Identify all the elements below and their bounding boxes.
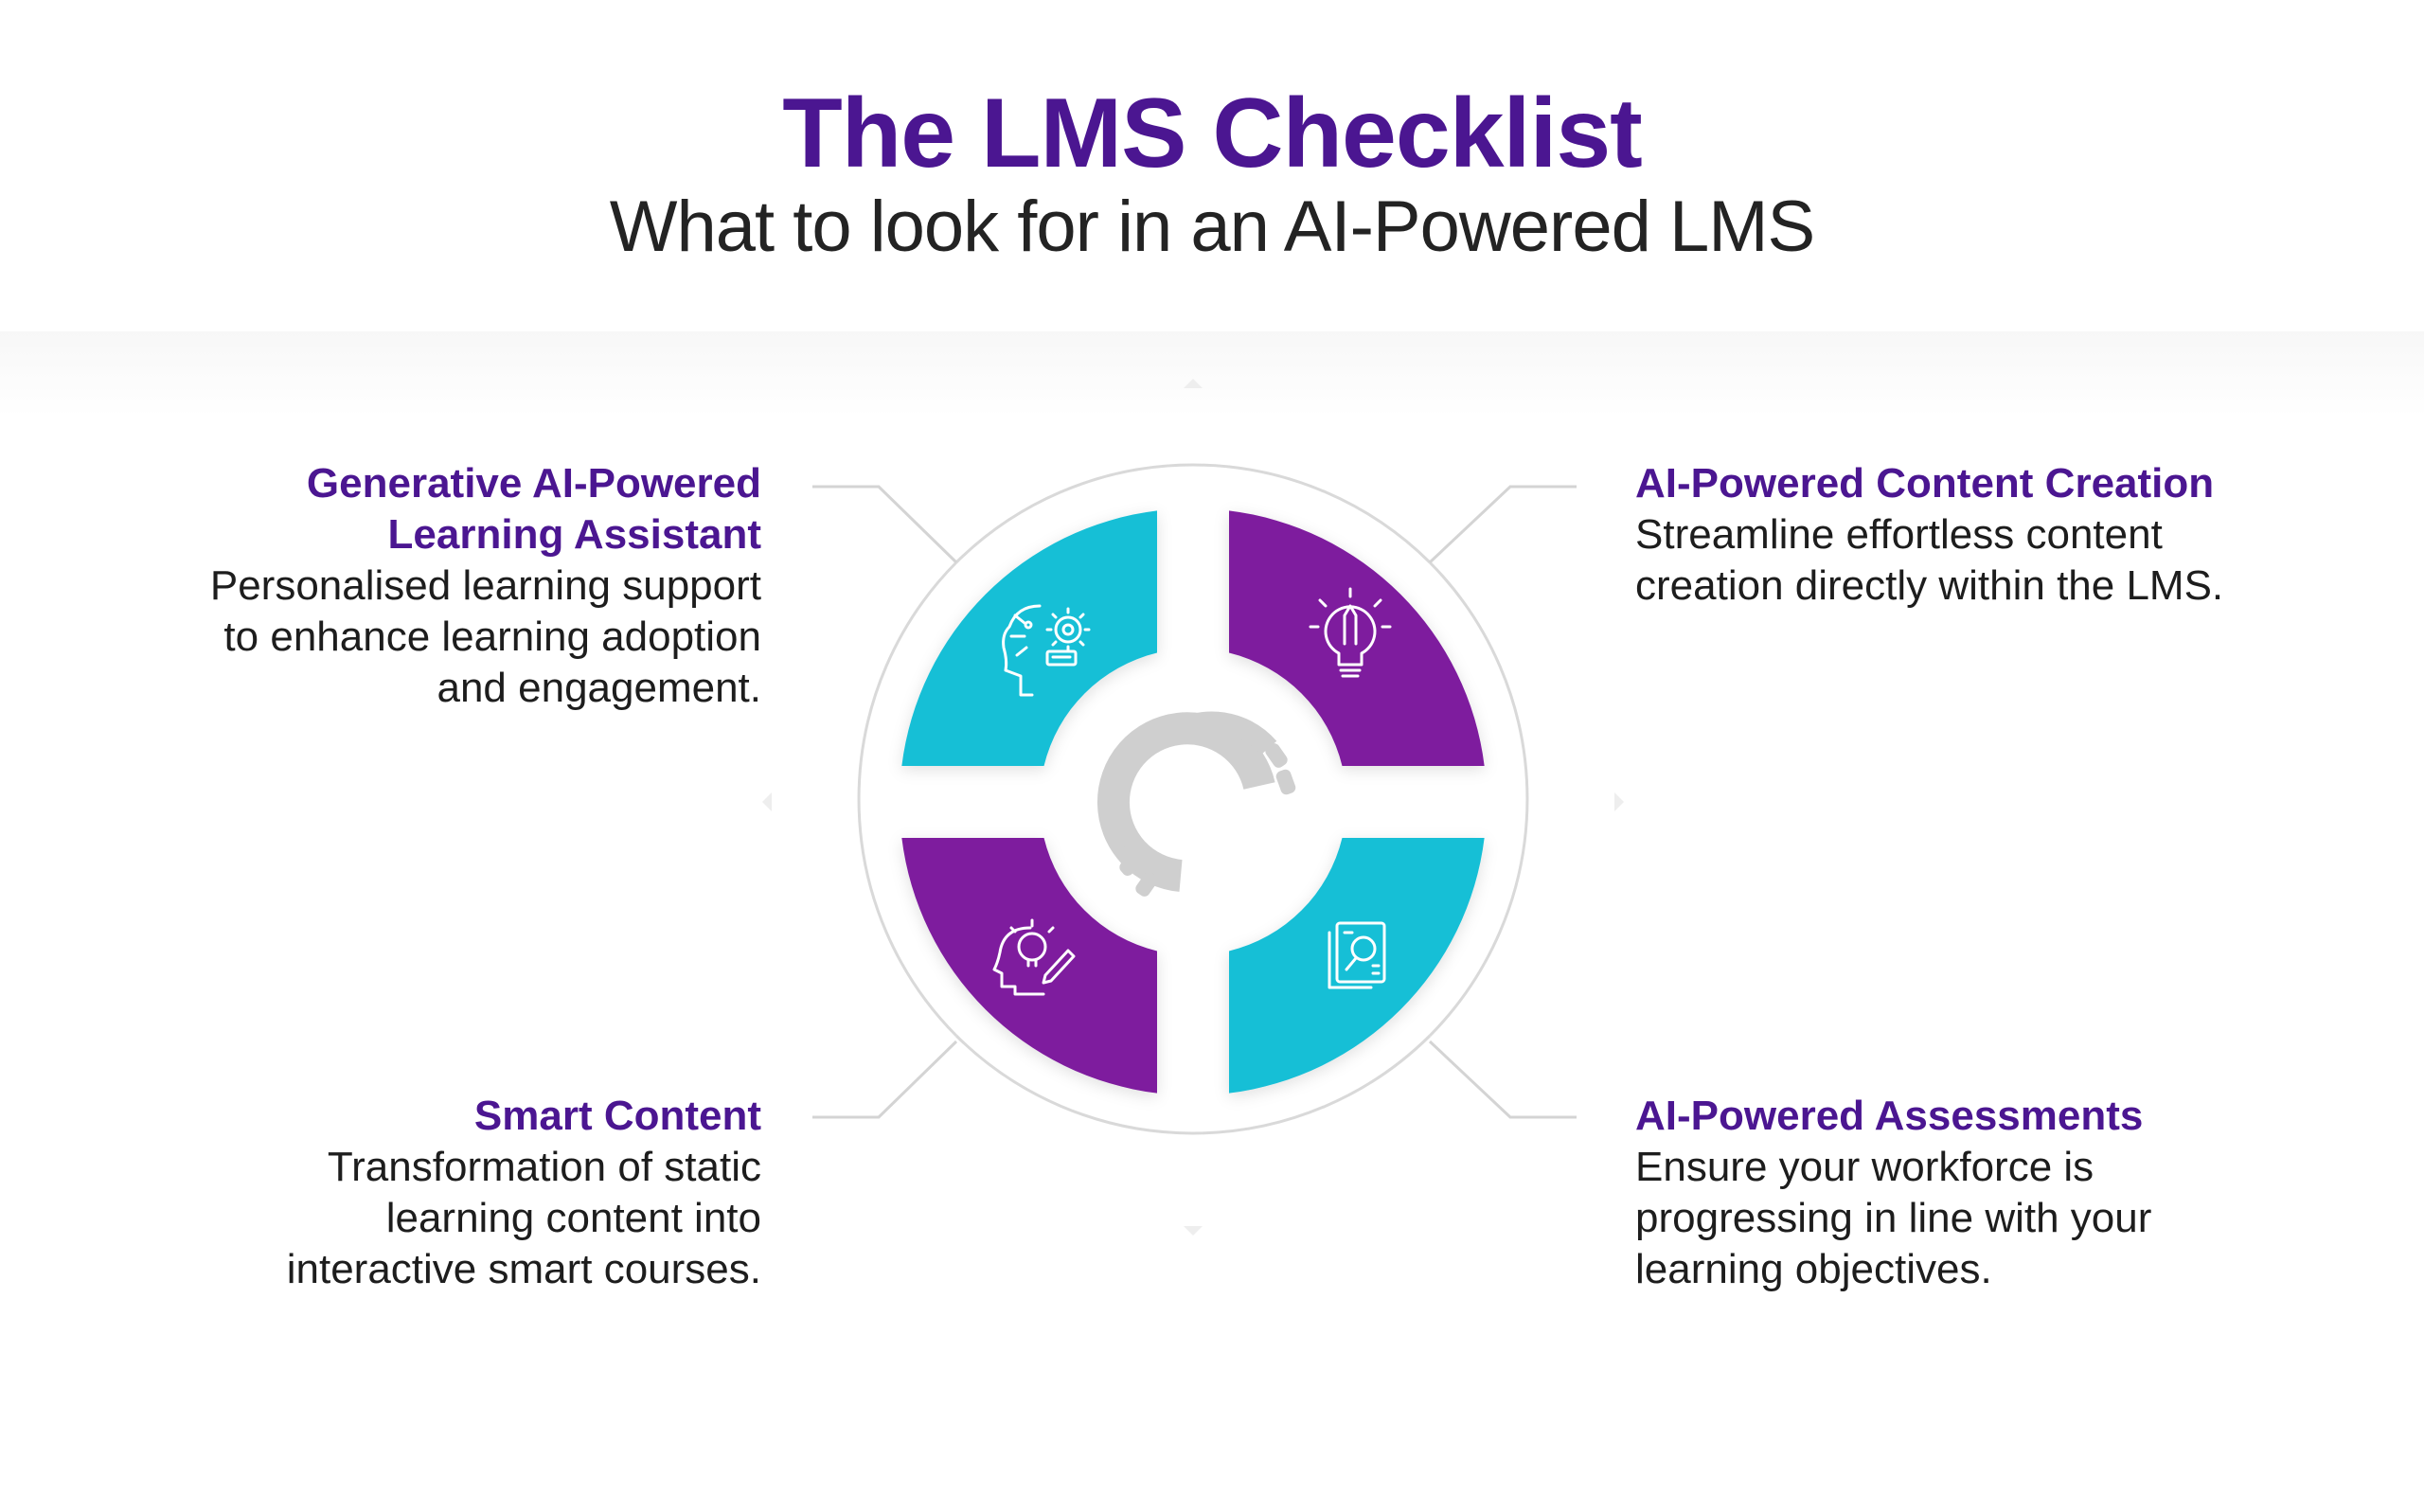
- item-heading: Smart Content: [473, 1093, 761, 1139]
- item-assessments: AI-Powered Assessments Ensure your workf…: [1635, 1091, 2298, 1295]
- lightbulb-pencil-icon: [1309, 587, 1392, 678]
- outer-ring: [857, 463, 1529, 1135]
- background-band: [0, 331, 2424, 1512]
- compass-ticks: [762, 379, 1624, 1236]
- document-search-icon: [1328, 921, 1386, 989]
- item-description: Personalised learning support to enhance…: [209, 562, 761, 711]
- item-description: Ensure your workforce is progressing in …: [1635, 1144, 2152, 1292]
- connector-lines: [812, 485, 1577, 1119]
- page-title: The LMS Checklist: [782, 79, 1643, 188]
- item-heading: Generative AI-Powered Learning Assistant: [306, 460, 761, 558]
- center-logo-icon: [1096, 711, 1296, 897]
- item-generative-assistant: Generative AI-Powered Learning Assistant…: [189, 458, 761, 714]
- segment-bottom-right: [1229, 838, 1485, 1094]
- item-heading: AI-Powered Assessments: [1635, 1093, 2144, 1139]
- ai-head-gear-icon: [1002, 604, 1091, 697]
- item-description: Streamline effortless content creation d…: [1635, 511, 2224, 609]
- segment-top-left: [901, 510, 1157, 766]
- item-smart-content: Smart Content Transformation of static l…: [189, 1091, 761, 1295]
- item-heading: AI-Powered Content Creation: [1635, 460, 2215, 507]
- item-content-creation: AI-Powered Content Creation Streamline e…: [1635, 458, 2298, 612]
- page-subtitle: What to look for in an AI-Powered LMS: [609, 187, 1816, 267]
- item-description: Transformation of static learning conten…: [286, 1144, 761, 1292]
- head-bulb-pencil-icon: [992, 918, 1076, 996]
